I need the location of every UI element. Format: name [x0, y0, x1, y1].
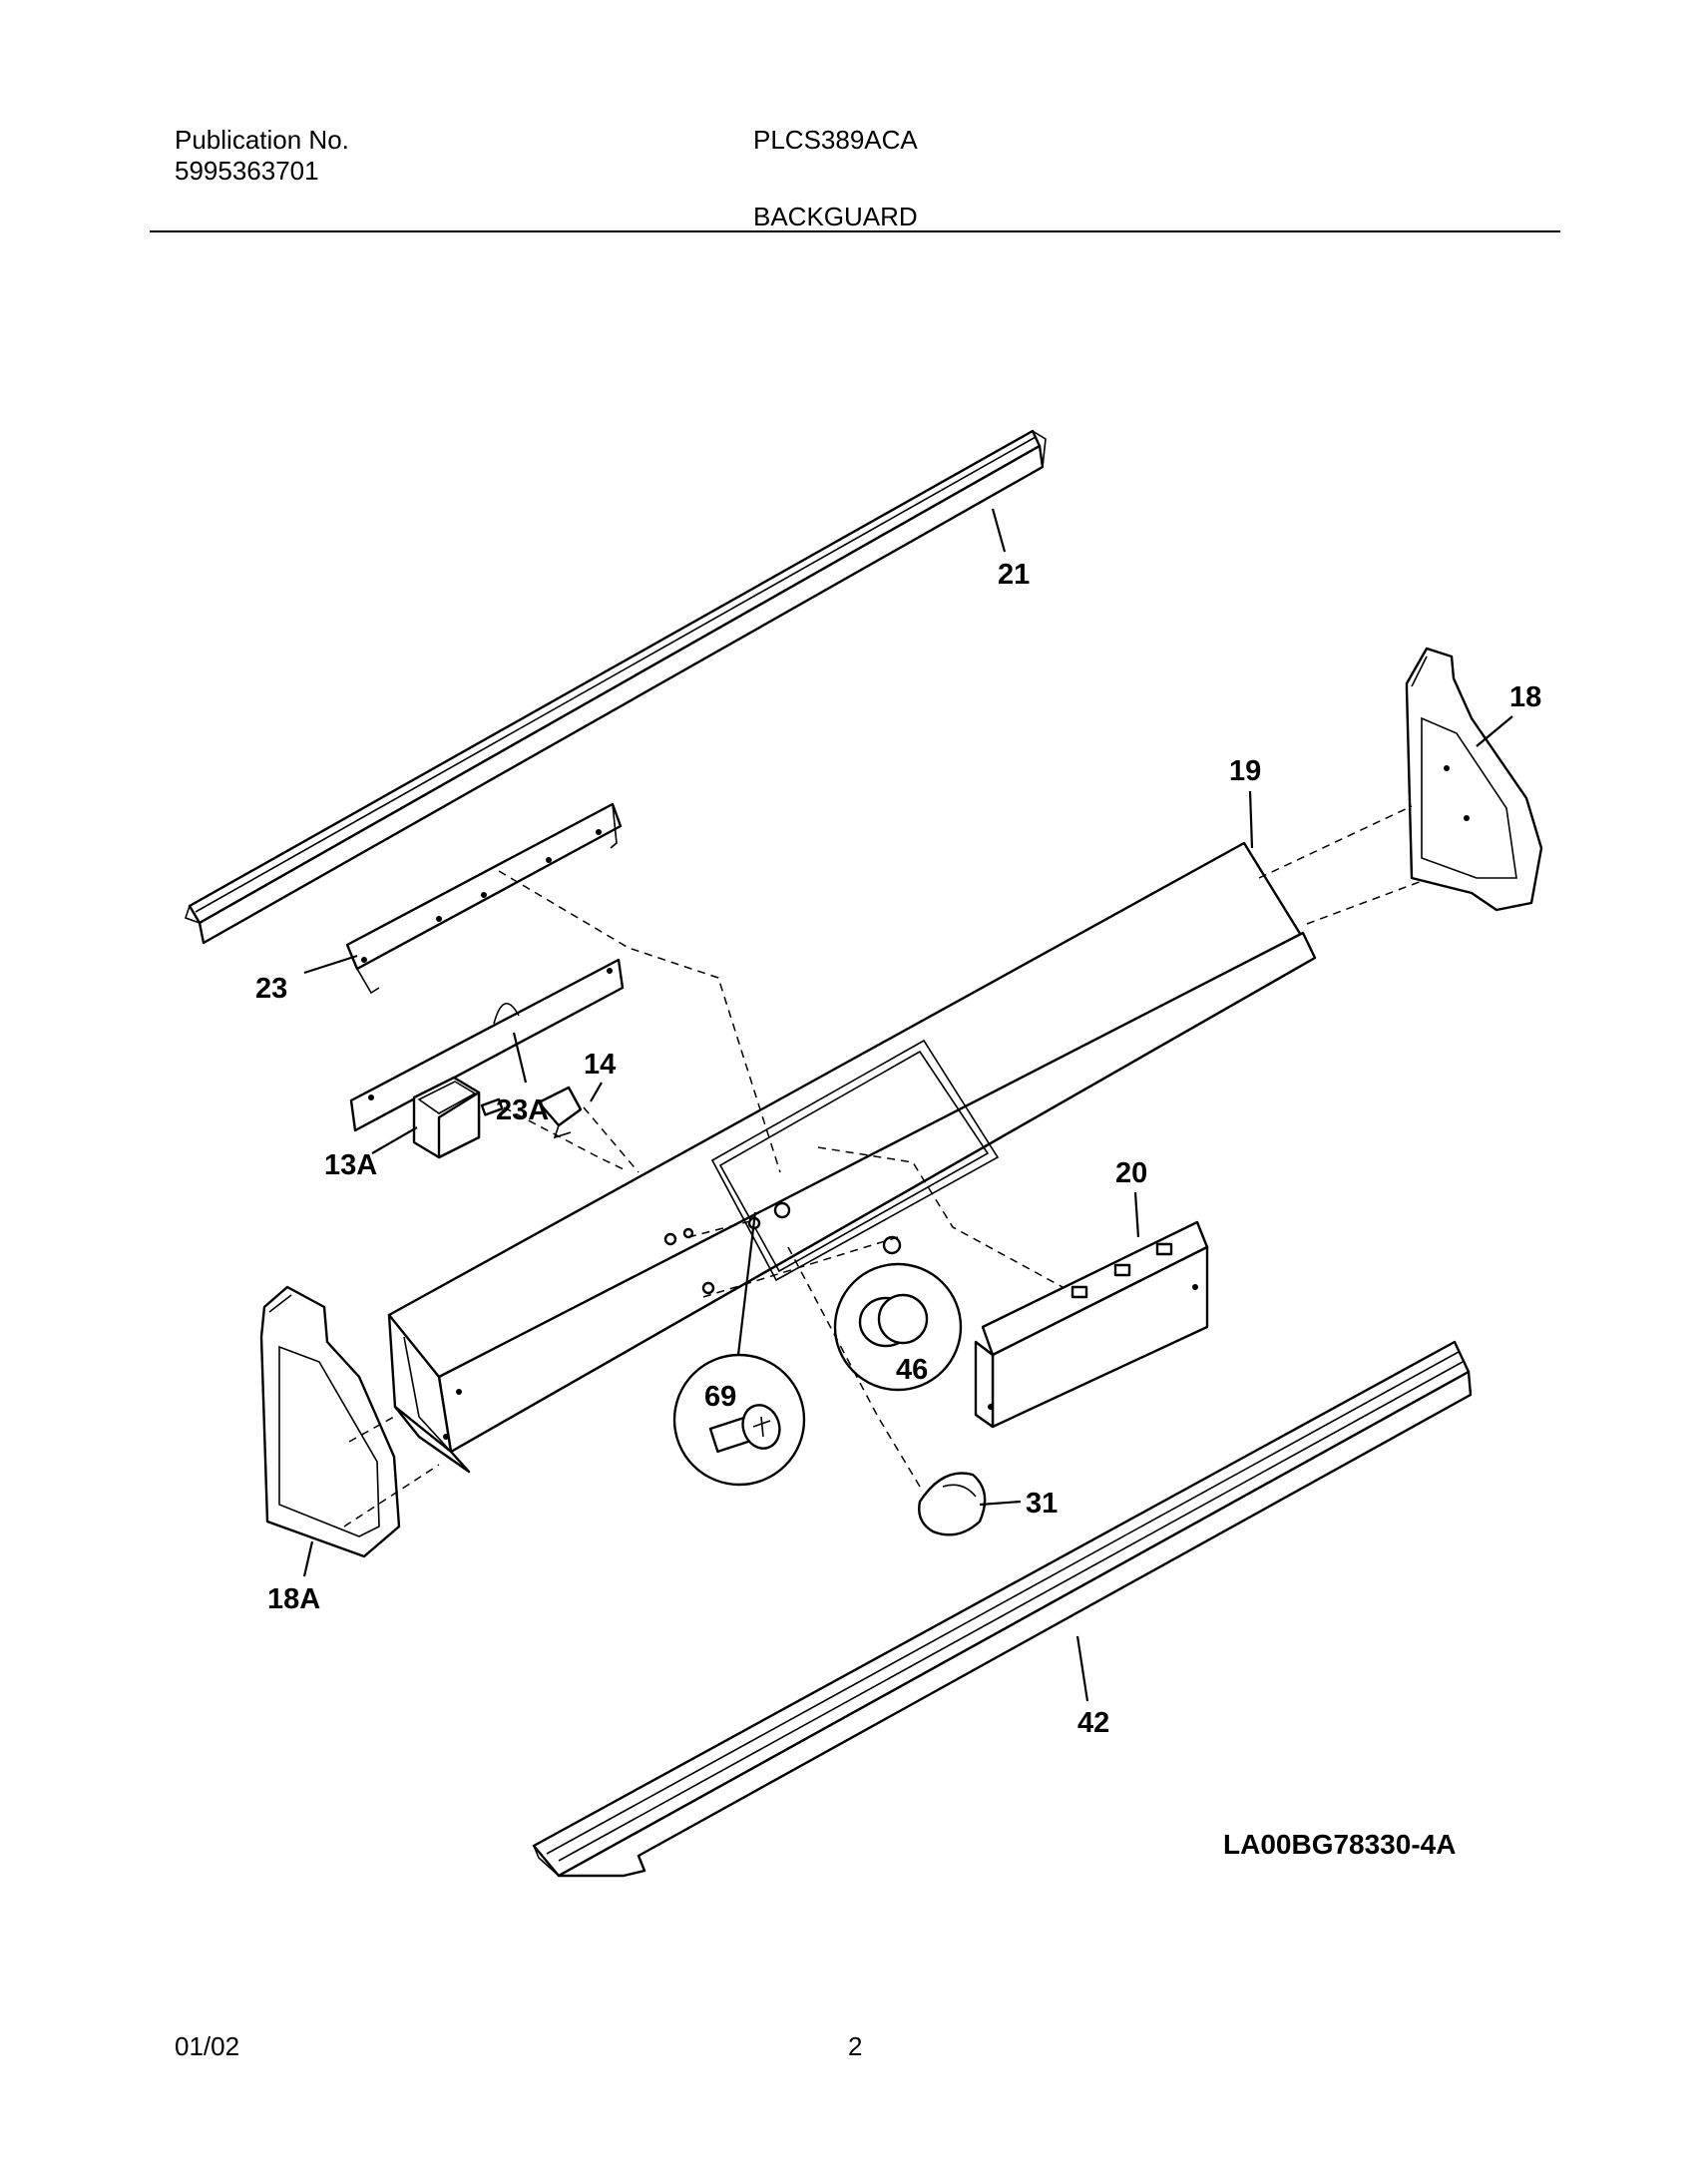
callout-31: 31	[1026, 1488, 1058, 1520]
drawing-code: LA00BG78330-4A	[1223, 1829, 1457, 1860]
publication-label: Publication No.	[175, 125, 349, 155]
part-18a-left-end-cap	[259, 1285, 401, 1558]
footer-date: 01/02	[175, 2031, 240, 2061]
callout-19: 19	[1229, 755, 1261, 787]
detail-69-screw	[672, 1353, 806, 1487]
page-number: 2	[848, 2031, 863, 2061]
part-21-top-trim	[184, 429, 1047, 945]
callout-18a: 18A	[267, 1583, 320, 1615]
callout-69: 69	[704, 1381, 736, 1413]
callout-13a: 13A	[324, 1149, 377, 1181]
part-23-bracket	[345, 802, 623, 995]
callout-21: 21	[998, 559, 1030, 591]
callout-23: 23	[255, 973, 287, 1005]
callout-18: 18	[1509, 681, 1541, 713]
publication-number: 5995363701	[175, 156, 319, 186]
detail-46-knob	[833, 1262, 963, 1392]
part-19-backguard-panel	[387, 841, 1317, 1474]
leader-lines	[302, 508, 1513, 1702]
part-20-control-board	[974, 1220, 1209, 1429]
callout-14: 14	[584, 1049, 616, 1081]
section-title: BACKGUARD	[753, 202, 918, 231]
assembly-dashed-lines	[343, 805, 1426, 1528]
header-rule	[150, 230, 1560, 232]
part-14-clip	[537, 1086, 583, 1139]
part-23a-bracket	[349, 958, 625, 1132]
model-number: PLCS389ACA	[753, 125, 918, 155]
callout-46: 46	[896, 1354, 928, 1386]
part-18-right-end-cap	[1405, 647, 1543, 912]
callout-20: 20	[1115, 1157, 1147, 1189]
callout-23a: 23A	[496, 1094, 549, 1126]
callout-42: 42	[1077, 1707, 1109, 1739]
part-31-knob	[918, 1472, 987, 1536]
part-13a-switch	[412, 1076, 504, 1159]
part-42-bottom-trim	[532, 1340, 1473, 1878]
